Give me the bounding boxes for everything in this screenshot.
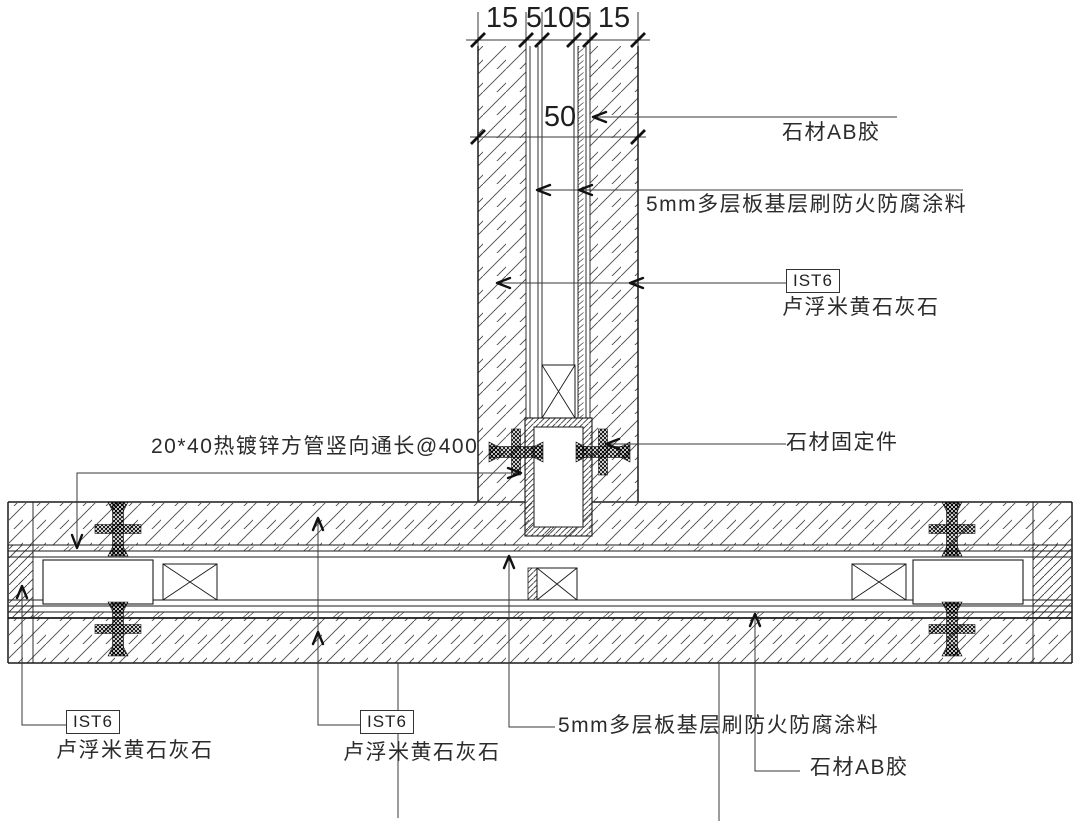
timber-block-wall <box>541 364 576 419</box>
steel-tube-end-left <box>42 559 154 605</box>
arrow-left-icon <box>628 276 645 290</box>
stone-code-right: IST6 <box>786 269 840 293</box>
dim-text-5-right: 5 <box>574 2 592 34</box>
dimension-lines <box>466 12 650 145</box>
stone-code-box: IST6 <box>66 710 120 734</box>
arrow-up-icon <box>15 584 29 600</box>
wall-outline <box>477 46 639 502</box>
slab-top-plywood-layer <box>33 545 1033 551</box>
slab-bottom-plywood-layer <box>33 612 1033 618</box>
arrow-left-icon <box>535 183 552 197</box>
section-extension-lines <box>397 663 720 821</box>
steel-tube-end-right <box>912 559 1024 605</box>
timber-block-right <box>851 563 907 601</box>
label-stone-name-right: 卢浮米黄石灰石 <box>782 296 940 319</box>
steel-tube-vertical <box>524 417 593 537</box>
label-stone-name-bottom-left: 卢浮米黄石灰石 <box>56 739 214 762</box>
wall-left-stone-panel <box>478 46 526 502</box>
leader-ab-glue-bottom <box>754 616 800 772</box>
dim-text-50: 50 <box>543 101 577 133</box>
slab-left-end-cut <box>9 545 33 618</box>
label-stone-fixing: 石材固定件 <box>786 431 899 454</box>
leader-lines <box>21 116 963 821</box>
stone-code-box: IST6 <box>786 269 840 293</box>
stone-code-bottom-left: IST6 <box>66 710 120 734</box>
arrow-up-icon <box>748 612 762 628</box>
arrow-up-icon <box>311 516 325 532</box>
slab-bottom-stone-hatch <box>9 618 1071 663</box>
wall-right-plywood-layer <box>578 46 586 418</box>
slab-outline <box>7 501 1073 664</box>
dim-tick-marks <box>470 32 646 145</box>
arrow-right-icon <box>506 466 523 480</box>
wall-layer-lines <box>525 46 591 418</box>
label-stone-ab-glue-top: 石材AB胶 <box>782 121 881 144</box>
leader-stone-bottom-center <box>317 519 360 726</box>
leader-plywood-bottom <box>508 558 555 728</box>
label-plywood-fireproof-bottom: 5mm多层板基层刷防火防腐涂料 <box>558 714 880 737</box>
wall-section <box>477 46 639 537</box>
dim-text-15-right: 15 <box>597 2 631 34</box>
dim-text-5-left: 5 <box>525 2 543 34</box>
dim-extension-lines <box>477 12 639 46</box>
wall-right-stone-panel <box>590 46 638 502</box>
arrow-up-icon <box>311 630 325 646</box>
arrow-left-icon <box>604 437 621 451</box>
stone-code-box: IST6 <box>360 710 414 734</box>
label-plywood-fireproof-top: 5mm多层板基层刷防火防腐涂料 <box>646 193 968 216</box>
arrow-down-icon <box>70 533 84 550</box>
arrow-left-icon <box>495 276 512 290</box>
arrow-left-icon <box>577 183 594 197</box>
dim-text-15-left: 15 <box>485 2 519 34</box>
dim-text-10: 10 <box>542 2 575 34</box>
label-stone-ab-glue-bottom: 石材AB胶 <box>810 756 909 779</box>
label-steel-tube: 20*40热镀锌方管竖向通长@400 <box>151 435 479 458</box>
arrow-up-icon <box>502 554 516 570</box>
stone-code-bottom-center: IST6 <box>360 710 414 734</box>
leader-steel-tube <box>76 472 519 543</box>
label-stone-name-bottom-center: 卢浮米黄石灰石 <box>343 741 501 764</box>
slab-right-end-cut <box>1033 545 1071 618</box>
timber-block-left <box>162 563 218 601</box>
leader-arrowheads <box>15 110 762 646</box>
leader-stone-bottom-left <box>21 589 66 726</box>
timber-block-center <box>527 567 578 601</box>
arrow-left-icon <box>591 110 608 124</box>
wall-left-plywood-layer <box>530 46 538 418</box>
